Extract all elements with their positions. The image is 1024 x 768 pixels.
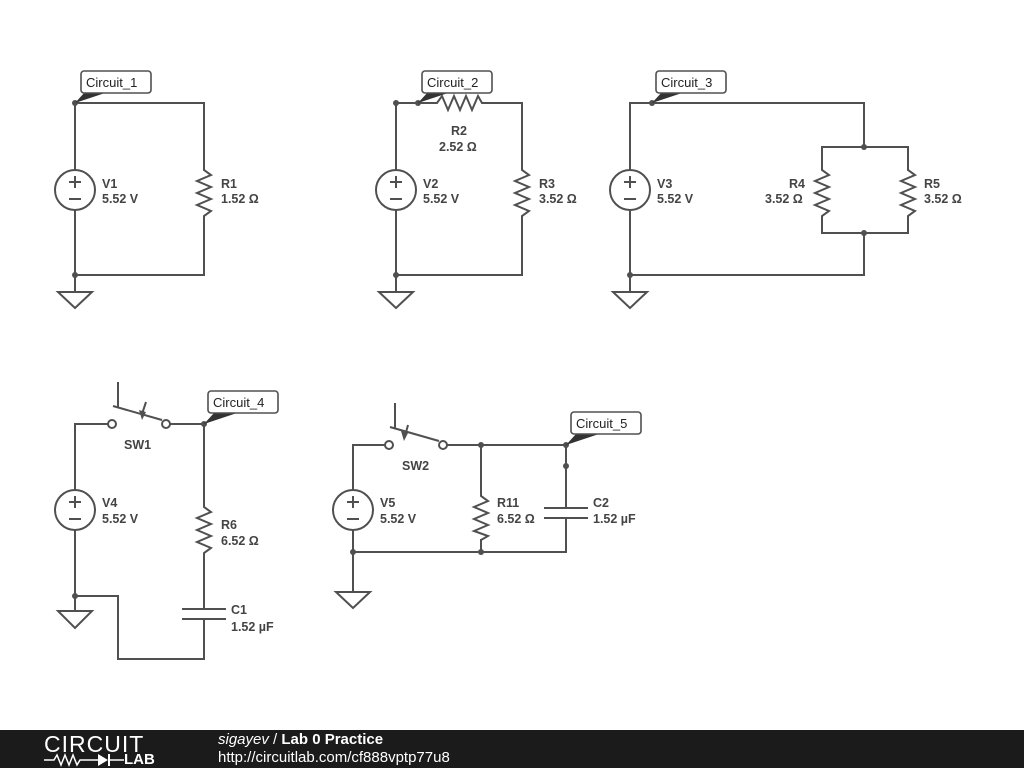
r11-value: 6.52 Ω — [497, 512, 535, 526]
ground-symbol — [55, 291, 95, 310]
c2-value: 1.52 µF — [593, 512, 636, 526]
v5-name: V5 — [380, 496, 395, 510]
junction-dot — [627, 272, 633, 278]
v3-value: 5.52 V — [657, 192, 694, 206]
voltage-source-v1[interactable] — [54, 169, 96, 211]
capacitor-c2[interactable] — [544, 507, 588, 519]
circuit-tag-box[interactable] — [80, 70, 152, 94]
voltage-source-v3[interactable] — [609, 169, 651, 211]
project-user-link[interactable]: sigayev — [218, 731, 269, 748]
junction-dot — [350, 549, 356, 555]
resistor-r5[interactable] — [898, 163, 918, 222]
circuit-4: SW1 V4 5.52 V R6 6.52 Ω C1 1.52 µF Circu… — [54, 382, 279, 660]
circuit-tag-pointer — [75, 92, 108, 103]
r6-value: 6.52 Ω — [221, 534, 259, 548]
r4-value: 3.52 Ω — [765, 192, 803, 206]
circuit-1-tag: Circuit_1 — [86, 75, 137, 90]
v2-name: V2 — [423, 177, 438, 191]
ground-symbol — [333, 591, 373, 610]
wire — [74, 102, 205, 276]
circuit-tag-pointer — [204, 413, 237, 424]
capacitor-c1[interactable] — [182, 608, 226, 620]
circuit-5-tag: Circuit_5 — [576, 416, 627, 431]
junction-dot — [72, 272, 78, 278]
circuit-tag-box[interactable] — [207, 390, 279, 414]
v1-name: V1 — [102, 177, 117, 191]
v4-name: V4 — [102, 496, 117, 510]
resistor-r2[interactable] — [432, 93, 487, 113]
circuit-1: V1 5.52 V R1 1.52 Ω Circuit_1 — [54, 70, 259, 310]
voltage-source-v4[interactable] — [54, 489, 96, 531]
ground-symbol — [376, 291, 416, 310]
project-title: sigayev / Lab 0 Practice — [218, 731, 383, 749]
ground-symbol — [55, 610, 95, 630]
resistor-r11[interactable] — [471, 490, 491, 541]
c1-value: 1.52 µF — [231, 620, 274, 634]
footer-bar: CIRCUIT LAB sigayev / Lab 0 Practice htt… — [0, 730, 1024, 768]
v4-value: 5.52 V — [102, 512, 139, 526]
schematic-canvas: V1 5.52 V R1 1.52 Ω Circuit_1 R2 2.52 Ω … — [54, 70, 962, 660]
circuit-2-tag: Circuit_2 — [427, 75, 478, 90]
resistor-r4[interactable] — [812, 163, 832, 222]
r2-value: 2.52 Ω — [439, 140, 477, 154]
r4-name: R4 — [789, 177, 805, 191]
junction-dot — [393, 100, 399, 106]
sw1-name: SW1 — [124, 438, 151, 452]
r3-value: 3.52 Ω — [539, 192, 577, 206]
r5-value: 3.52 Ω — [924, 192, 962, 206]
circuit-tag-pointer — [566, 434, 599, 445]
logo-text-bottom: LAB — [124, 751, 155, 768]
switch-sw1[interactable] — [107, 382, 171, 429]
circuit-tag-box[interactable] — [655, 70, 727, 94]
logo-text-top: CIRCUIT — [44, 731, 145, 757]
circuit-2: R2 2.52 Ω V2 5.52 V R3 3.52 Ω Circuit_2 — [375, 70, 577, 310]
r3-name: R3 — [539, 177, 555, 191]
v1-value: 5.52 V — [102, 192, 139, 206]
circuit-tag-box[interactable] — [570, 411, 642, 435]
circuit-5: SW2 V5 5.52 V R11 6.52 Ω C2 1.52 µF Circ… — [332, 403, 642, 610]
resistor-r1[interactable] — [194, 163, 214, 222]
voltage-source-v5[interactable] — [332, 489, 374, 531]
voltage-source-v2[interactable] — [375, 169, 417, 211]
circuit-3: V3 5.52 V R4 3.52 Ω R5 3.52 Ω Circuit_3 — [609, 70, 962, 310]
v3-name: V3 — [657, 177, 672, 191]
switch-sw2[interactable] — [384, 403, 448, 450]
junction-dot — [478, 549, 484, 555]
r5-name: R5 — [924, 177, 940, 191]
r6-name: R6 — [221, 518, 237, 532]
c2-name: C2 — [593, 496, 609, 510]
logo-resistor-diode-icon — [44, 752, 124, 768]
r1-name: R1 — [221, 177, 237, 191]
circuit-tag-pointer — [418, 92, 451, 103]
c1-name: C1 — [231, 603, 247, 617]
junction-dot — [563, 463, 569, 469]
title-separator: / — [268, 731, 282, 748]
r2-name: R2 — [451, 124, 467, 138]
junction-dot — [72, 593, 78, 599]
junction-dot — [393, 272, 399, 278]
wire — [74, 423, 205, 660]
circuit-3-tag: Circuit_3 — [661, 75, 712, 90]
circuit-4-tag: Circuit_4 — [213, 395, 264, 410]
v5-value: 5.52 V — [380, 512, 417, 526]
circuit-tag-box[interactable] — [421, 70, 493, 94]
junction-dot — [861, 144, 867, 150]
v2-value: 5.52 V — [423, 192, 460, 206]
circuitlab-logo[interactable]: CIRCUIT LAB — [44, 732, 184, 768]
r11-name: R11 — [497, 496, 519, 510]
junction-dot — [861, 230, 867, 236]
r1-value: 1.52 Ω — [221, 192, 259, 206]
project-name-link[interactable]: Lab 0 Practice — [281, 731, 384, 748]
ground-symbol — [610, 291, 650, 310]
resistor-r3[interactable] — [512, 163, 532, 222]
junction-dot — [478, 442, 484, 448]
resistor-r6[interactable] — [194, 500, 214, 560]
circuit-tag-pointer — [652, 92, 685, 103]
project-url-link[interactable]: http://circuitlab.com/cf888vptp77u8 — [218, 749, 450, 766]
sw2-name: SW2 — [402, 459, 429, 473]
